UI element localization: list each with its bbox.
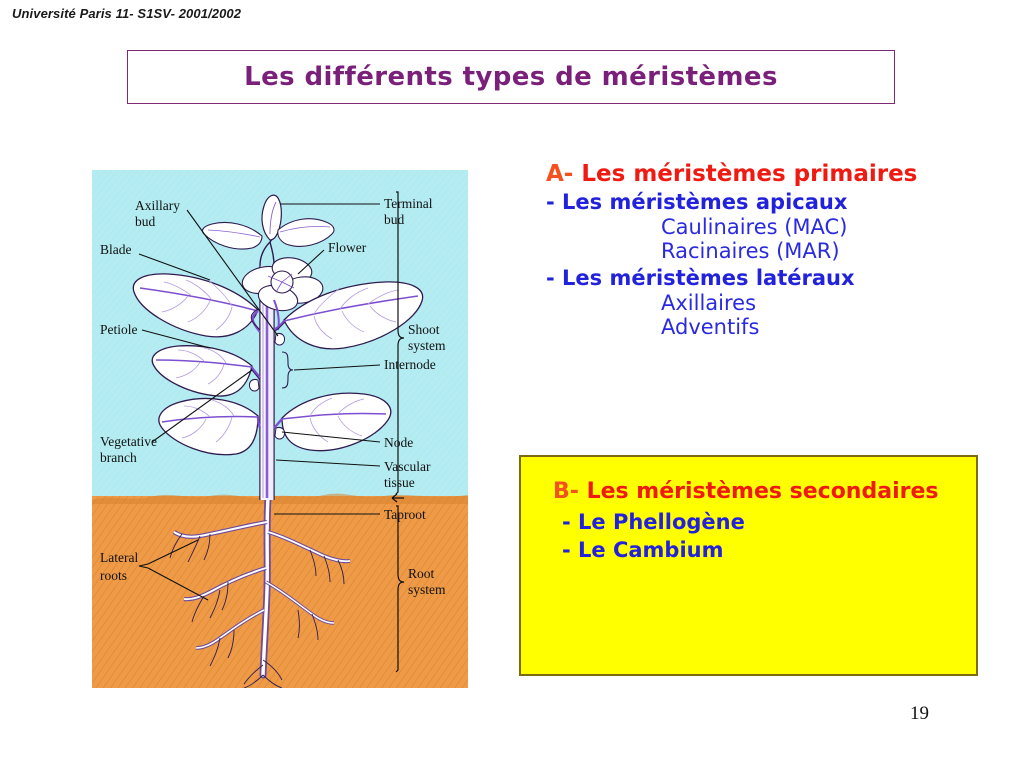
label-terminal-bud-line2: bud: [384, 212, 405, 227]
mid-left-leaf-drawing: [151, 345, 253, 397]
label-flower: Flower: [328, 240, 367, 255]
section-a-subitem-axillaires: Axillaires: [661, 291, 757, 315]
label-root-line2: system: [408, 582, 446, 597]
internode-bracket: [281, 351, 294, 389]
section-b-heading-text: Les méristèmes secondaires: [586, 479, 939, 504]
course-header-note: Université Paris 11- S1SV- 2001/2002: [12, 6, 242, 21]
plant-anatomy-figure: Axillary bud Blade Petiole Vegetative br…: [92, 170, 468, 688]
blade-leaf-drawing: [132, 273, 259, 338]
young-leaves: [201, 218, 335, 250]
section-b-marker: B-: [553, 479, 579, 504]
label-petiole: Petiole: [100, 322, 138, 337]
label-blade: Blade: [100, 242, 132, 257]
page-number: 19: [910, 703, 929, 724]
lower-right-leaf-drawing: [281, 392, 392, 452]
bullet-dash: -: [546, 266, 555, 290]
flower-drawing: [241, 257, 324, 331]
section-a-marker: A-: [546, 161, 574, 187]
section-a-subitem-adventifs: Adventifs: [661, 315, 760, 339]
label-lateral-line1: Lateral: [100, 550, 138, 565]
section-b-item-cambium-label: Le Cambium: [578, 538, 724, 562]
label-shoot-line1: Shoot: [408, 322, 440, 337]
section-a-item-lateraux: - Les méristèmes latéraux: [546, 268, 996, 289]
section-a-item-apicaux-label: Les méristèmes apicaux: [562, 190, 848, 214]
upper-right-leaf-drawing: [283, 281, 424, 350]
label-internode: Internode: [384, 357, 436, 372]
bullet-dash: -: [546, 190, 555, 214]
label-vegetative-line2: branch: [100, 450, 137, 465]
section-b-secondary-meristems-box: B- Les méristèmes secondaires - Le Phell…: [519, 455, 978, 676]
axillary-bud-drawing: [249, 333, 285, 440]
label-axillary-bud-line2: bud: [135, 214, 156, 229]
soil-surface-line: [92, 493, 468, 504]
section-a-item-apicaux: - Les méristèmes apicaux: [546, 192, 996, 213]
section-a-primary-meristems: A- Les méristèmes primaires - Les mérist…: [546, 163, 996, 341]
label-node: Node: [384, 435, 413, 450]
section-a-heading-text: Les méristèmes primaires: [581, 161, 918, 187]
label-shoot-line2: system: [408, 338, 446, 353]
label-leader-lines: [138, 203, 381, 601]
page-title: Les différents types de méristèmes: [244, 62, 778, 92]
system-brackets: [391, 191, 405, 673]
label-lateral-line2: roots: [100, 568, 127, 583]
label-axillary-bud-line1: Axillary: [135, 198, 180, 213]
section-b-item-phellogene-label: Le Phellogène: [578, 510, 745, 534]
label-vegetative-line1: Vegetative: [100, 434, 157, 449]
label-terminal-bud-line1: Terminal: [384, 196, 433, 211]
section-b-heading: B- Les méristèmes secondaires: [553, 479, 976, 504]
slide-title-box: Les différents types de méristèmes: [127, 50, 895, 104]
bullet-dash: -: [562, 510, 571, 534]
label-root-line1: Root: [408, 566, 435, 581]
label-taproot: Taproot: [384, 507, 426, 522]
section-a-item-lateraux-label: Les méristèmes latéraux: [562, 266, 855, 290]
label-vascular-line1: Vascular: [384, 459, 431, 474]
root-system-drawing: [169, 494, 351, 688]
section-b-item-phellogene: - Le Phellogène: [553, 510, 976, 534]
section-a-subitem-caulinaires: Caulinaires (MAC): [661, 215, 848, 239]
section-a-subitem-racinaires: Racinaires (MAR): [661, 239, 840, 263]
petiole-branches: [250, 310, 285, 429]
bullet-dash: -: [562, 538, 571, 562]
section-a-heading: A- Les méristèmes primaires: [546, 163, 996, 186]
section-b-content: B- Les méristèmes secondaires - Le Phell…: [521, 457, 976, 562]
terminal-bud-drawing: [261, 194, 282, 241]
label-vascular-line2: tissue: [384, 475, 415, 490]
section-b-item-cambium: - Le Cambium: [553, 538, 976, 562]
